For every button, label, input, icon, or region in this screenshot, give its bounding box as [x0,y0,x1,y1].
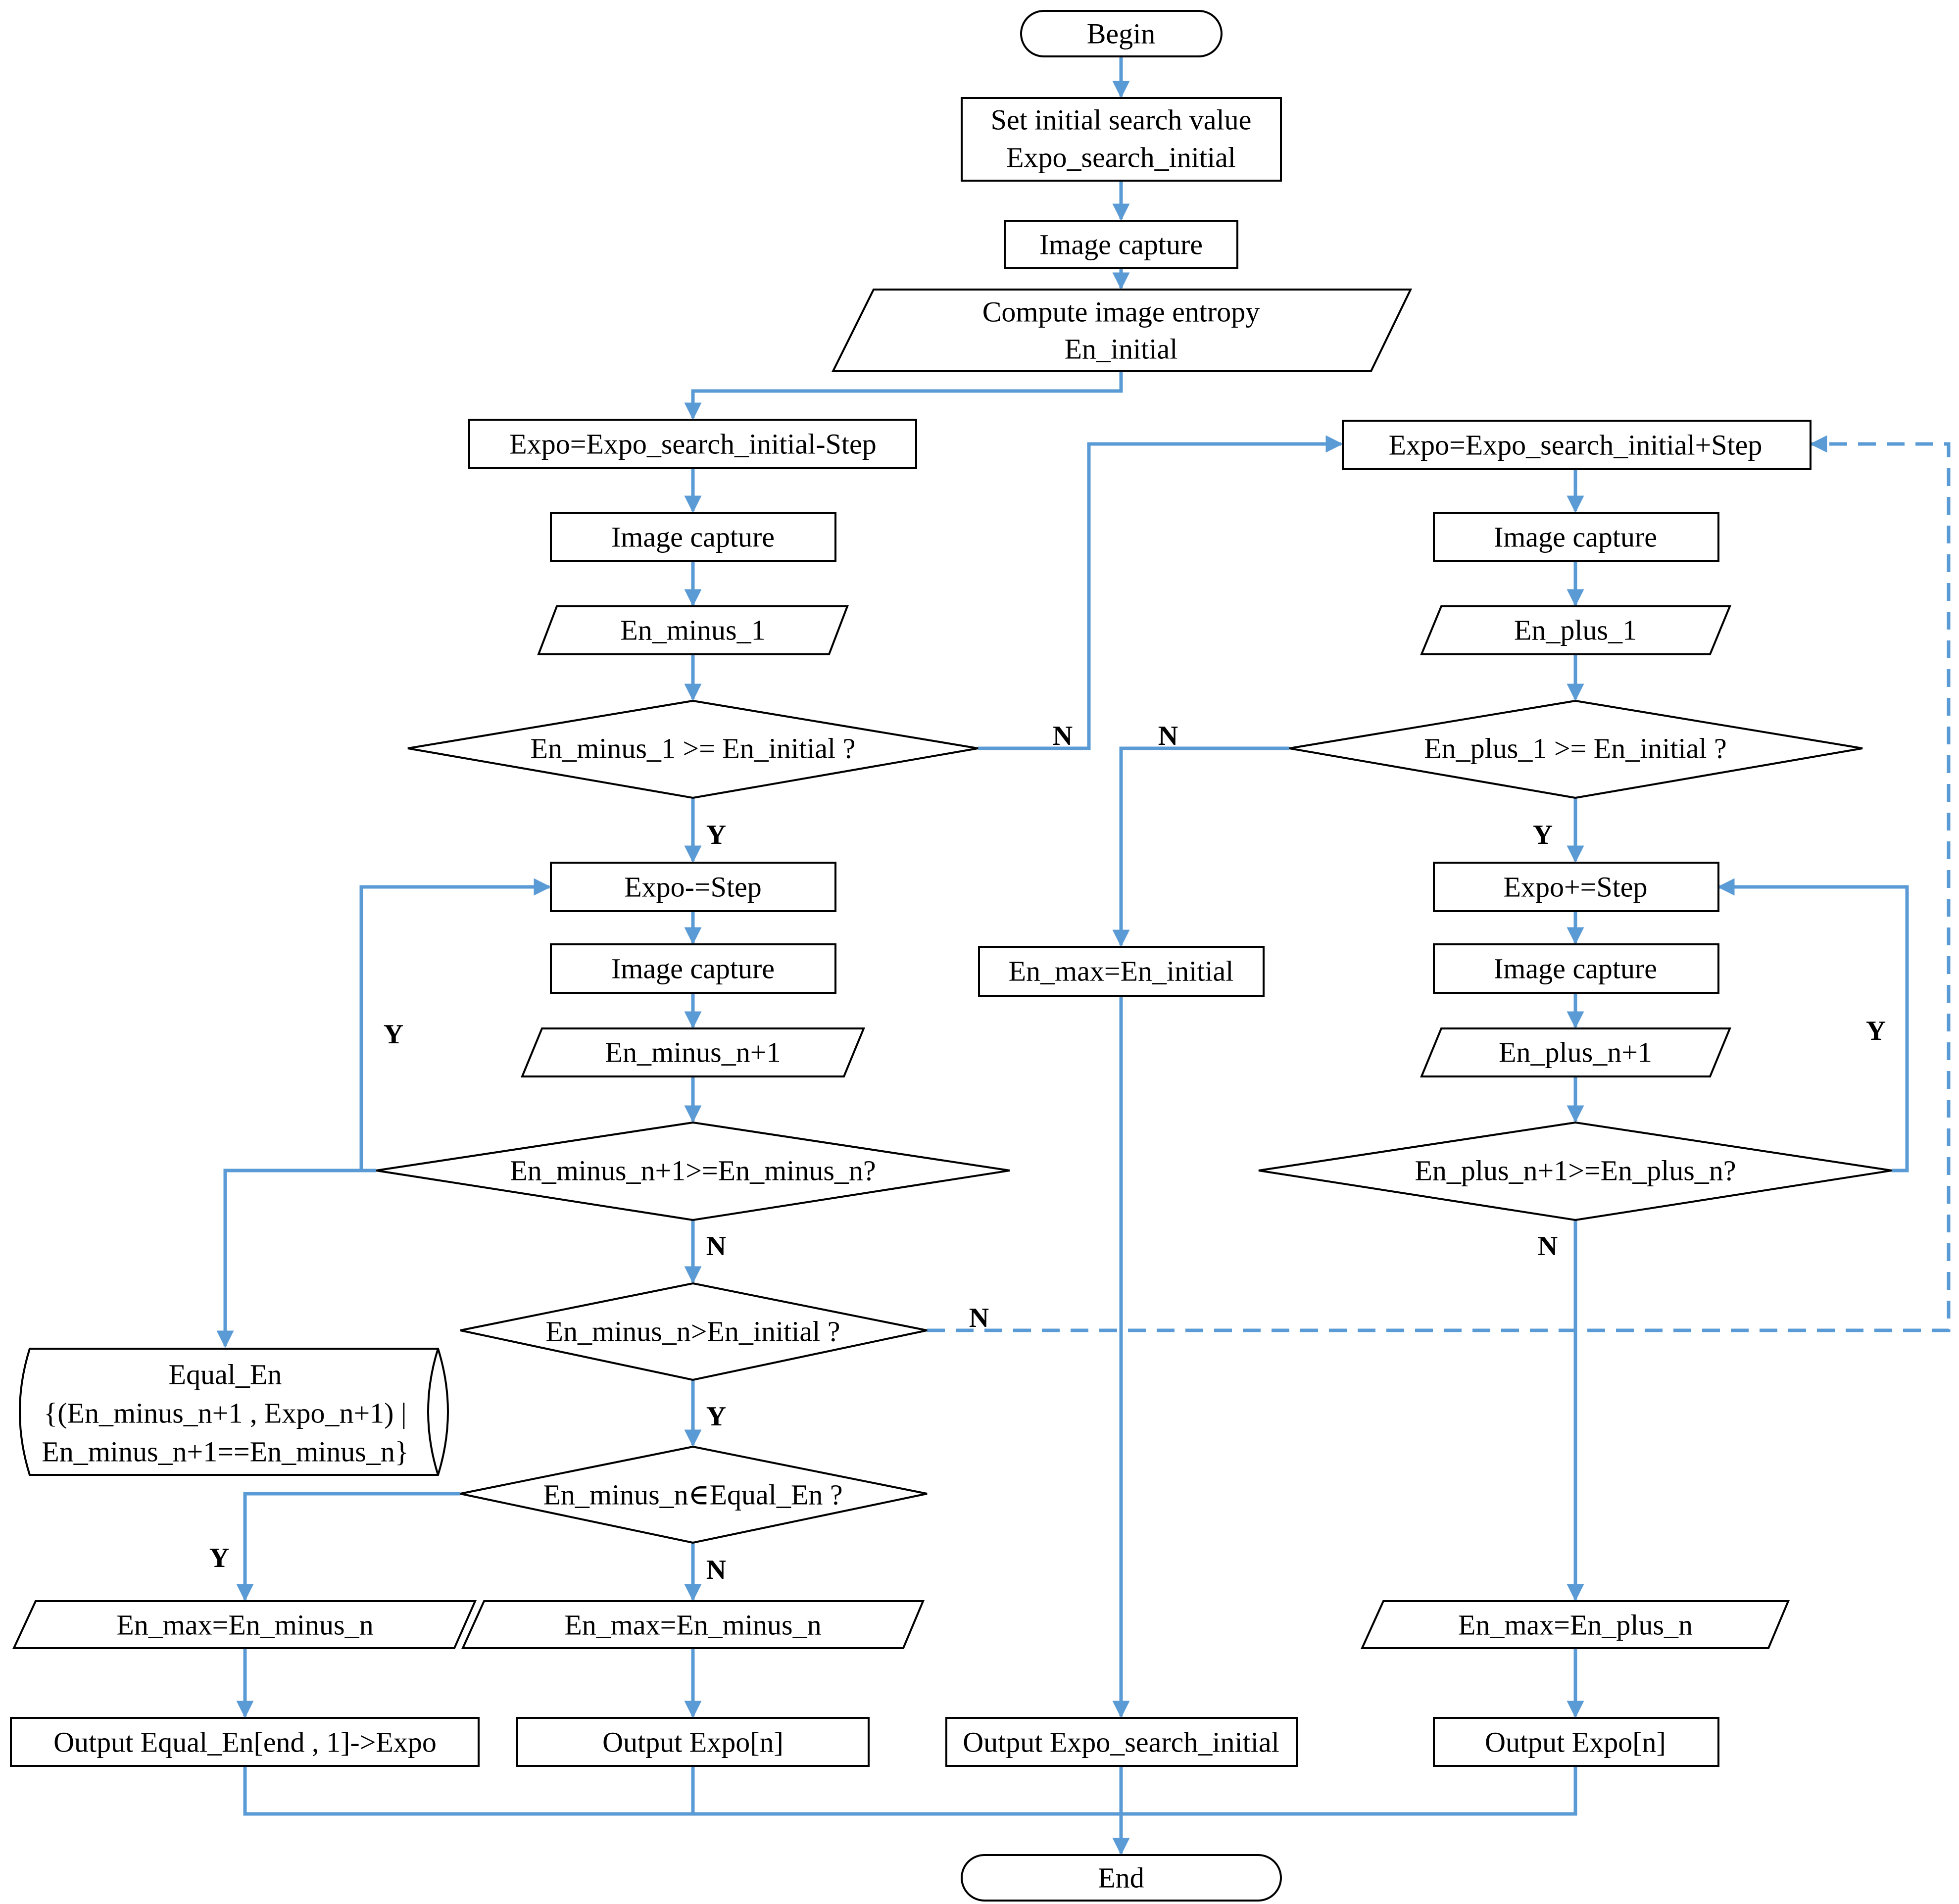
output-expo-left-label: Output Expo[n] [602,1726,784,1758]
capture-left-2-label: Image capture [611,953,775,985]
decision-minus-n-label: En_minus_n+1>=En_minus_n? [510,1155,876,1187]
branch-yes-in-equal: Y [209,1543,229,1573]
en-plus-n1-label: En_plus_n+1 [1499,1036,1652,1069]
process-capture-right-2 [1433,943,1719,994]
decision-plus-n [1258,1121,1892,1221]
decision-plus-1-label: En_plus_1 >= En_initial ? [1424,732,1727,765]
branch-no-minus-1: N [1053,721,1073,751]
capture-right-2-label: Image capture [1494,953,1657,985]
process-output-search-init [945,1717,1298,1767]
decision-in-equal [460,1445,928,1544]
terminal-end [961,1854,1282,1902]
arrow-in-equal-yes-to-enmax-a [236,1492,460,1602]
enmax-minus-a-label: En_max=En_minus_n [116,1609,373,1641]
expo-plus-label: Expo=Expo_search_initial+Step [1389,429,1763,461]
decision-plus-n-label: En_plus_n+1>=En_plus_n? [1415,1155,1736,1187]
process-capture-left-1 [550,512,836,562]
terminal-begin [1020,10,1223,57]
output-search-init-label: Output Expo_search_initial [963,1726,1279,1758]
shapes [10,10,1892,1902]
decision-minus-1 [407,699,979,799]
expo-plus-eq-label: Expo+=Step [1504,871,1648,903]
merge-outputs-bus [243,1766,1577,1816]
en-plus-1-label: En_plus_1 [1514,614,1637,646]
decision-minus-init [460,1282,928,1381]
process-output-expo-left [516,1717,870,1767]
begin-label: Begin [1087,18,1156,50]
io-en-plus-1 [1420,605,1731,655]
branch-no-in-equal: N [706,1555,726,1585]
io-enmax-minus-b [461,1600,925,1649]
branch-no-minus-n: N [706,1231,726,1262]
process-expo-plus [1342,420,1812,470]
decision-minus-init-label: En_minus_n>En_initial ? [546,1316,840,1348]
process-output-equal [10,1717,480,1767]
arrow-no-to-equal-en [216,1169,376,1348]
arrow-minus-init-no-to-expo-plus [927,435,1951,1332]
connectors [216,56,1951,1855]
en-minus-n1-label: En_minus_n+1 [605,1036,781,1069]
io-en-minus-1 [537,605,849,655]
set-initial-label-line-1: Set initial search value [991,104,1252,136]
expo-minus-eq-label: Expo-=Step [624,871,762,903]
equal-en-label-line-1: Equal_En [169,1359,282,1391]
enmax-init-label: En_max=En_initial [1009,955,1234,987]
output-expo-right-label: Output Expo[n] [1485,1726,1666,1758]
expo-minus-label: Expo=Expo_search_initial-Step [509,428,876,460]
decision-minus-1-label: En_minus_1 >= En_initial ? [531,732,856,765]
io-enmax-minus-a [12,1600,477,1649]
process-capture-top [1004,220,1238,269]
io-compute-entropy [831,289,1413,372]
en-minus-1-label: En_minus_1 [620,614,765,646]
arrow-entropy-to-minus [684,371,1123,420]
io-enmax-plus [1360,1600,1790,1649]
node-labels: Begin Set initial search value Expo_sear… [42,18,1762,1894]
entropy-label-line-1: Compute image entropy [982,296,1260,328]
decision-plus-1 [1289,699,1863,799]
process-capture-left-2 [550,943,836,994]
process-expo-plus-eq [1433,862,1719,912]
arrow-loop-yes-to-expo-plus-eq [1717,878,1909,1172]
branch-no-plus-1: N [1158,721,1178,751]
branch-no-minus-init: N [969,1303,989,1333]
equal-en-label-line-2: {(En_minus_n+1 , Expo_n+1) | [44,1397,406,1429]
branch-yes-minus-1: Y [706,820,726,850]
capture-right-1-label: Image capture [1494,521,1657,553]
io-en-plus-n1 [1420,1027,1731,1077]
process-output-expo-right [1433,1717,1719,1767]
process-expo-minus-eq [550,862,836,912]
branch-yes-minus-init: Y [706,1401,726,1432]
decision-minus-n [376,1121,1010,1221]
process-set-initial [961,97,1282,182]
process-expo-minus [468,419,917,469]
enmax-plus-label: En_max=En_plus_n [1458,1609,1693,1641]
decision-in-equal-label: En_minus_n∈Equal_En ? [543,1479,842,1511]
process-enmax-init [978,946,1265,997]
enmax-minus-b-label: En_max=En_minus_n [564,1609,821,1641]
branch-no-plus-n: N [1538,1231,1558,1262]
output-equal-label: Output Equal_En[end , 1]->Expo [53,1726,437,1758]
capture-top-label: Image capture [1039,229,1203,261]
equal-en-label-line-3: En_minus_n+1==En_minus_n} [42,1436,408,1468]
end-label: End [1098,1862,1144,1894]
process-capture-right-1 [1433,512,1719,562]
entropy-label-line-2: En_initial [1065,333,1178,365]
storage-equal-en-edge [427,1348,439,1475]
arrow-minus-1-no-to-expo-plus [978,435,1343,750]
arrow-plus-1-no-to-enmax-init [1112,746,1289,947]
set-initial-label-line-2: Expo_search_initial [1006,142,1236,174]
capture-left-1-label: Image capture [611,521,775,553]
branch-labels: N Y Y N N Y Y N N Y Y N [209,721,1886,1585]
io-en-minus-n1 [521,1027,865,1077]
branch-yes-plus-loop: Y [1866,1016,1886,1046]
branch-yes-plus-1: Y [1533,820,1553,850]
branch-yes-minus-loop: Y [384,1019,403,1050]
